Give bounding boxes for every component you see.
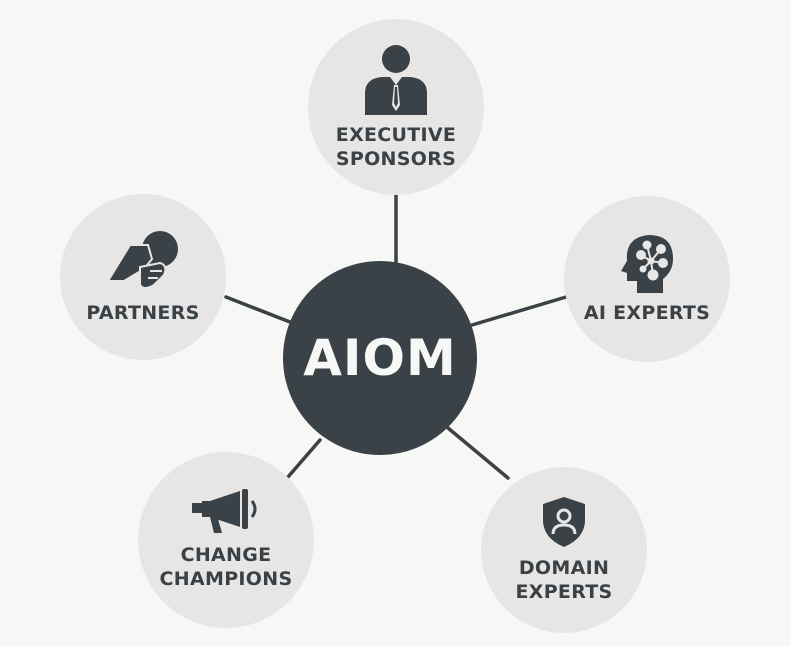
node-executive-sponsors: EXECUTIVE SPONSORS: [308, 19, 484, 195]
head-network-icon: [621, 235, 673, 293]
node-label: CHANGE: [180, 544, 272, 566]
connector-ai-experts: [470, 295, 568, 327]
node-change-champions: CHANGE CHAMPIONS: [138, 452, 314, 628]
node-label: EXPERTS: [515, 581, 613, 603]
node-domain-experts: DOMAIN EXPERTS: [481, 467, 647, 633]
megaphone-icon: [192, 489, 257, 533]
connector-partners: [224, 295, 292, 324]
center-node-aiom: AIOM: [283, 261, 477, 455]
node-label: CHAMPIONS: [159, 568, 293, 590]
node-ai-experts: AI EXPERTS: [564, 196, 730, 362]
center-label: AIOM: [303, 329, 457, 387]
businessperson-icon: [365, 45, 427, 115]
connector-change-champions: [286, 438, 322, 479]
node-label: DOMAIN: [518, 557, 610, 579]
node-label: AI EXPERTS: [583, 302, 711, 324]
node-label: PARTNERS: [86, 302, 200, 324]
node-partners: PARTNERS: [60, 194, 226, 360]
connector-domain-experts: [446, 426, 510, 480]
node-label: EXECUTIVE: [335, 124, 457, 146]
shield-user-icon: [543, 497, 585, 547]
node-label: SPONSORS: [335, 148, 457, 170]
handshake-icon: [106, 231, 178, 289]
